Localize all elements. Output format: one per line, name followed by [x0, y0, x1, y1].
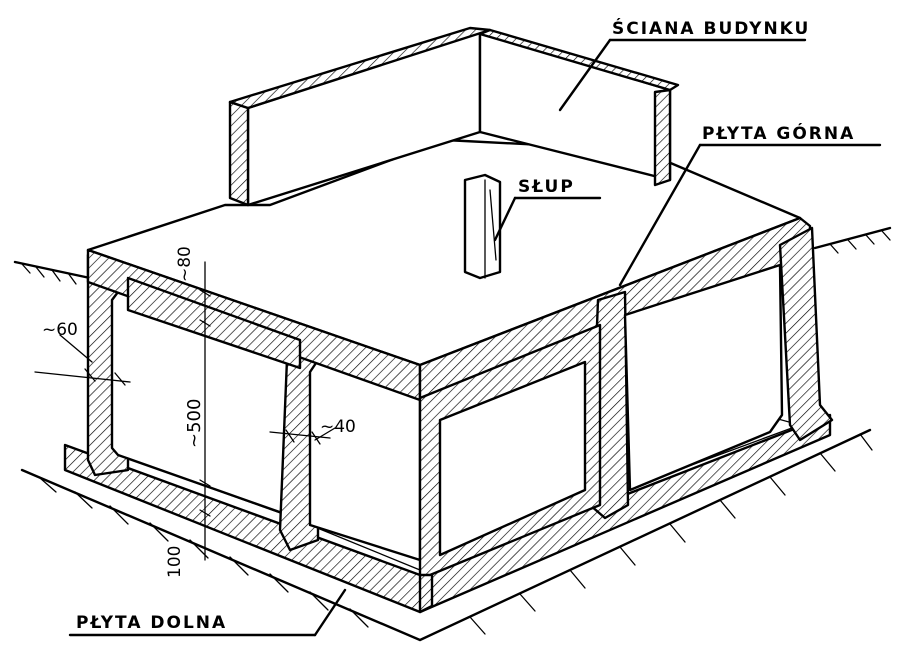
- column-leader: [493, 196, 517, 242]
- ground-surface-left: [13, 260, 92, 285]
- dimension-lines: [34, 261, 336, 561]
- top-slab-label: PŁYTA GÓRNA: [702, 122, 855, 144]
- dim-side-wall-thickness: ~60: [42, 320, 78, 340]
- ground-surface-right: [813, 226, 892, 254]
- middle-partition-wall: [278, 333, 422, 562]
- dim-inner-wall-thickness: ~40: [320, 417, 356, 437]
- top-slab-leader: [618, 143, 702, 287]
- column-label: SŁUP: [518, 177, 575, 197]
- right-box-walls: [418, 226, 834, 577]
- bottom-slab-leader: [313, 588, 347, 637]
- bottom-slab-label: PŁYTA DOLNA: [76, 613, 227, 633]
- soil-hatching: [20, 428, 873, 642]
- building-wall-leader: [558, 38, 612, 112]
- dim-top-slab-thickness: ~80: [175, 246, 195, 282]
- building-wall: [228, 26, 680, 207]
- building-wall-label: ŚCIANA BUDYNKU: [612, 17, 810, 39]
- column: [463, 173, 502, 280]
- dim-chamber-height: ~500: [184, 399, 205, 448]
- dim-bottom-slab-thickness: 100: [165, 546, 185, 578]
